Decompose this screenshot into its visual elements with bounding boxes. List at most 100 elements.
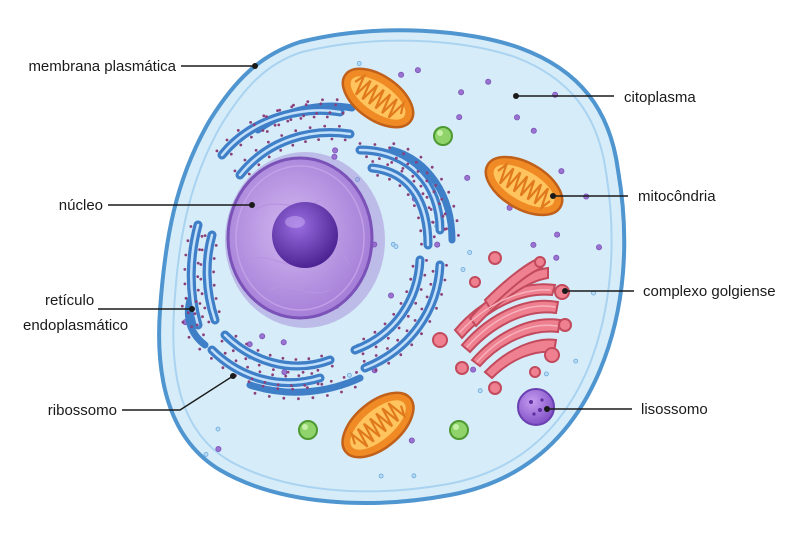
ribosome xyxy=(396,338,400,342)
ribosome xyxy=(301,370,305,374)
ribosome xyxy=(280,134,284,137)
ribosome xyxy=(386,163,390,167)
ribosome xyxy=(203,306,207,310)
vesicle-highlights xyxy=(302,130,459,430)
ribosome xyxy=(431,220,434,224)
ribosome xyxy=(432,190,436,194)
ribosome xyxy=(207,320,211,324)
ribosome xyxy=(267,140,270,144)
cytoplasm-granule xyxy=(346,372,352,378)
cytoplasm-granule xyxy=(281,369,288,376)
ribosome xyxy=(425,195,429,199)
ribosome xyxy=(417,216,420,220)
ribosome xyxy=(243,158,247,162)
label-citoplasma: citoplasma xyxy=(624,89,696,106)
ribosome xyxy=(429,282,433,286)
ribosome xyxy=(419,184,423,188)
cytoplasm-granule xyxy=(467,250,473,255)
ribosome xyxy=(374,345,378,349)
ribosome xyxy=(184,296,188,300)
cytoplasm-granule xyxy=(591,290,596,296)
ribosome xyxy=(362,359,366,363)
ribosome xyxy=(225,138,229,142)
ribosome xyxy=(257,363,261,367)
ribosome xyxy=(303,384,307,387)
ribosome xyxy=(440,293,443,296)
ribosome xyxy=(443,278,447,282)
cytoplasm-granule xyxy=(464,174,471,181)
cytoplasm-granule xyxy=(215,445,222,452)
ribosome xyxy=(195,323,199,327)
ribosome xyxy=(214,297,218,300)
ribosome xyxy=(217,310,221,313)
ribosome xyxy=(291,387,294,391)
label-membrana: membrana plasmática xyxy=(28,58,176,75)
ribosome xyxy=(253,391,257,395)
ribosome xyxy=(212,283,216,287)
ribosome xyxy=(373,143,377,146)
ribosome xyxy=(406,147,410,151)
mitochondrion-bottom xyxy=(341,391,415,459)
ribosome xyxy=(414,160,418,164)
ribosome xyxy=(312,115,316,119)
ribosome xyxy=(247,172,251,176)
mitochondrion-right xyxy=(484,155,564,217)
ribosome xyxy=(200,234,204,238)
ribosome xyxy=(196,275,200,278)
cytoplasm-granule xyxy=(558,168,565,175)
ribosome xyxy=(316,368,320,372)
ribosome xyxy=(267,155,271,159)
ribosome xyxy=(265,130,269,133)
golgi-highlights xyxy=(459,289,558,363)
ribosome xyxy=(199,263,203,266)
ribosome xyxy=(257,163,261,167)
ribosome xyxy=(286,370,290,374)
ribosome xyxy=(294,129,298,133)
cytoplasm-granule xyxy=(332,147,339,154)
ribosome xyxy=(233,169,237,173)
cytoplasm-granule xyxy=(460,267,466,272)
ribosome xyxy=(447,190,451,194)
ribosome xyxy=(341,111,345,115)
ribosome xyxy=(362,337,366,341)
ribosome xyxy=(180,304,184,308)
ribosome xyxy=(400,169,404,173)
ribosome xyxy=(290,384,293,387)
cytoplasm-granule xyxy=(477,388,483,394)
ribosome xyxy=(281,356,285,360)
ribosome xyxy=(262,114,266,118)
ribosome xyxy=(378,157,381,161)
ribosome xyxy=(335,98,339,102)
ribosome xyxy=(440,197,444,201)
ribosome xyxy=(443,227,447,231)
ribosome xyxy=(390,161,394,164)
ribosome xyxy=(291,143,295,147)
cytoplasm-granule xyxy=(553,254,560,261)
ribosome xyxy=(334,103,337,107)
ribosome xyxy=(402,152,405,156)
ribosome xyxy=(429,208,433,211)
label-reticulo-line2: endoplasmático xyxy=(23,317,128,334)
ribosome xyxy=(304,140,307,144)
labels: membrana plasmática citoplasma núcleo mi… xyxy=(23,58,776,419)
ribosome xyxy=(425,179,429,183)
ribosome xyxy=(315,112,319,115)
ribosome xyxy=(268,353,272,357)
ribosome xyxy=(405,329,409,333)
ribosomes xyxy=(180,98,460,401)
ribosome xyxy=(231,349,235,353)
cytoplasm-granule xyxy=(280,339,287,346)
cytoplasm-granule xyxy=(411,473,417,479)
ribosome xyxy=(294,358,298,361)
label-golgi: complexo golgiense xyxy=(643,283,776,300)
cytoplasm-granule xyxy=(514,114,521,121)
ribosome xyxy=(326,394,329,397)
ribosome xyxy=(306,386,309,389)
ribosome xyxy=(388,177,391,181)
ribosome xyxy=(223,351,227,355)
ribosome xyxy=(236,129,240,132)
ribosome xyxy=(254,148,258,152)
cytoplasm-granule xyxy=(573,358,579,364)
ribosome xyxy=(187,335,191,339)
